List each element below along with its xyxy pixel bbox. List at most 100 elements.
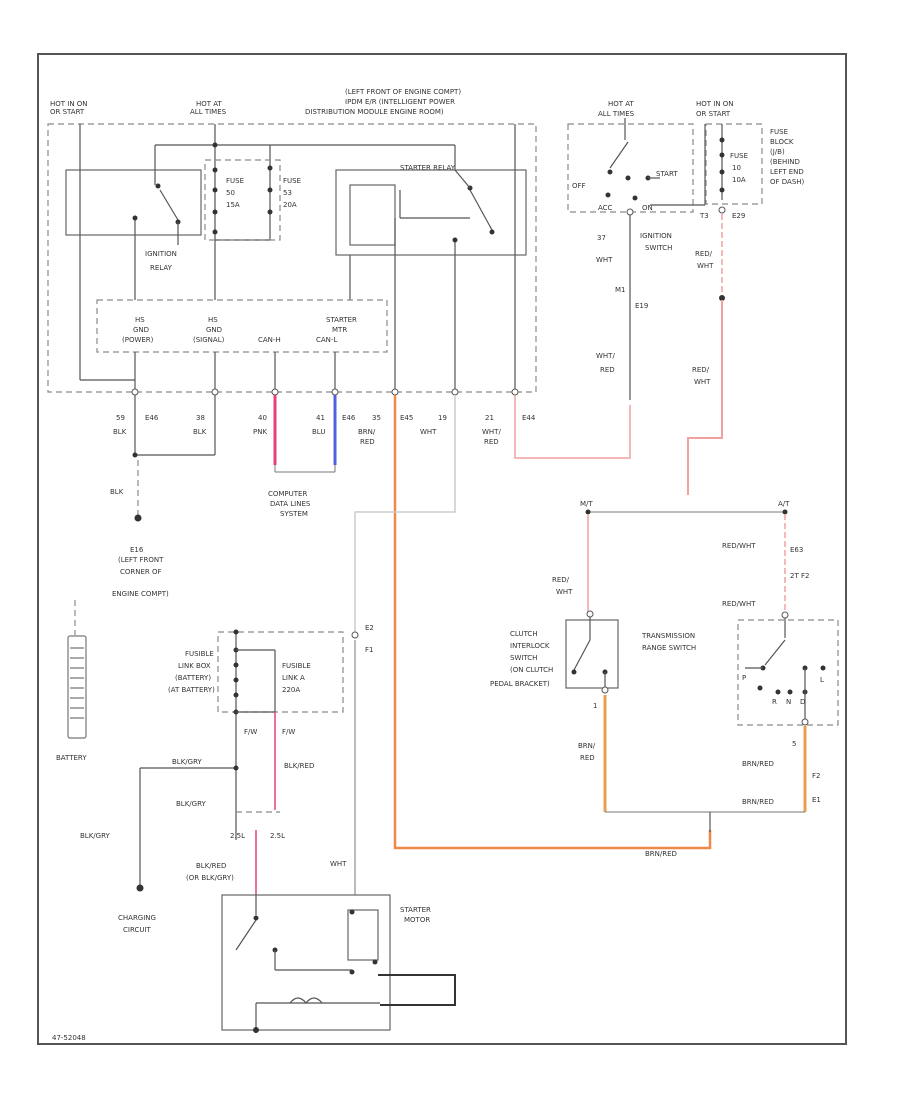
conn-tf: 2T F2 (790, 572, 809, 580)
fuse-block-3: (J/B) (770, 148, 785, 156)
conn-e1: E1 (812, 796, 821, 804)
conn-e19: E19 (635, 302, 648, 310)
pin-f-num: 19 (438, 414, 447, 422)
pin-c-num: 40 (258, 414, 267, 422)
starter-motor: WHT STARTER MOTOR (221, 640, 456, 1033)
fuse-b-label: FUSE (283, 177, 301, 185)
red-wht-4: RED/WHT (722, 542, 756, 550)
hot-all-times-label-2: ALL TIMES (190, 108, 227, 116)
wht-red-1: WHT/ (596, 352, 615, 360)
ipdm-pin-starter-mtr-2: MTR (332, 326, 347, 334)
red-wht-5: RED/WHT (722, 600, 756, 608)
ground-desc-2: CORNER OF (120, 568, 162, 576)
blk-red-2b: (OR BLK/GRY) (186, 874, 234, 882)
brn-red-1: BRN/ (578, 742, 596, 750)
starter-relay-label: STARTER RELAY (400, 164, 456, 172)
trans-n: N (786, 698, 791, 706)
trans-l: L (820, 676, 824, 684)
wht-starter: WHT (330, 860, 347, 868)
conn-f2: F2 (812, 772, 820, 780)
conn-e29: E29 (732, 212, 745, 220)
pin-a-num: 59 (116, 414, 125, 422)
blk-gry-1: BLK/GRY (172, 758, 202, 766)
ipdm-title-2: IPDM E/R (INTELLIGENT POWER (345, 98, 455, 106)
brn-red-4: BRN/RED (645, 850, 677, 858)
blk-red: BLK/RED (284, 762, 314, 770)
ignition-relay-box (65, 169, 202, 236)
blk-ground-label: BLK (110, 488, 124, 496)
switch-start: START (656, 170, 678, 178)
trans-d: D (800, 698, 805, 706)
pin-b-num: 38 (196, 414, 205, 422)
ground-desc-1: (LEFT FRONT (118, 556, 164, 564)
clutch-2: INTERLOCK (510, 642, 550, 650)
fuse-b-num: 53 (283, 189, 292, 197)
blk-red-2: BLK/RED (196, 862, 226, 870)
ipdm-pin-hs-power-1: HS (135, 316, 145, 324)
charging-circuit-2: CIRCUIT (123, 926, 152, 934)
starter-motor-label-2: MOTOR (404, 916, 430, 924)
ipdm-pin-hs-power-2: GND (133, 326, 149, 334)
starter-motor-label: STARTER (400, 906, 431, 914)
wht-red-1b: RED (600, 366, 615, 374)
ignition-switch-label: IGNITION (640, 232, 672, 240)
clutch-5: PEDAL BRACKET) (490, 680, 550, 688)
ipdm-output-wires: BLK COMPUTER DATA LINES SYSTEM (110, 395, 712, 850)
brn-red-3: BRN/RED (742, 798, 774, 806)
ipdm-pin-hs-signal-3: (SIGNAL) (193, 336, 225, 344)
pin-1: 1 (593, 702, 597, 710)
red-wht-3b: WHT (556, 588, 573, 596)
red-wht-3: RED/ (552, 576, 570, 584)
red-wht-1b: WHT (697, 262, 714, 270)
or-start-2: OR START (696, 110, 731, 118)
pin-37: 37 (597, 234, 606, 242)
pin-d-color: BLU (312, 428, 325, 436)
pin-e-color-2: RED (360, 438, 375, 446)
ground-battery: E16 (LEFT FRONT CORNER OF ENGINE COMPT) … (56, 546, 169, 762)
pin-a-conn: E46 (145, 414, 159, 422)
computer-data-lines-1: COMPUTER (268, 490, 307, 498)
pin-g-color-1: WHT/ (482, 428, 501, 436)
ipdm-title-1: (LEFT FRONT OF ENGINE COMPT) (345, 88, 461, 96)
fuse-a-amp: 15A (226, 201, 240, 209)
pin-e-num: 35 (372, 414, 381, 422)
pin-g-color-2: RED (484, 438, 499, 446)
charging-circuit: CHARGING (118, 914, 156, 922)
fuse-block-5: LEFT END (770, 168, 804, 176)
trans-1: TRANSMISSION (641, 632, 695, 640)
fuse-a-num: 50 (226, 189, 235, 197)
ipdm-pin-can-l: CAN-L (316, 336, 337, 344)
brn-red-2: BRN/RED (742, 760, 774, 768)
fusible-box-1: FUSIBLE (185, 650, 214, 658)
ignition-relay-label-2: RELAY (150, 264, 173, 272)
pin-g-conn: E44 (522, 414, 536, 422)
pin-d-num: 41 (316, 414, 325, 422)
pin-5: 5 (792, 740, 796, 748)
fuse-block-4: (BEHIND (770, 158, 800, 166)
fuse-a-label: FUSE (226, 177, 244, 185)
switch-on: ON (642, 204, 653, 212)
pin-t3: T3 (699, 212, 709, 220)
hot-all-times-label: HOT AT (196, 100, 223, 108)
wht-1: WHT (596, 256, 613, 264)
starter-relay-box (335, 169, 527, 256)
fusible-link-3: 220A (282, 686, 300, 694)
footer-code: 47-52048 (52, 1034, 86, 1042)
clutch-3: SWITCH (510, 654, 537, 662)
fuse-10-num: 10 (732, 164, 741, 172)
conn-m1: M1 (615, 286, 626, 294)
switch-off: OFF (572, 182, 586, 190)
ignition-relay-label: IGNITION (145, 250, 177, 258)
pin-c-color: PNK (253, 428, 267, 436)
pin-f-conn: E45 (400, 414, 413, 422)
blk-gry-3: BLK/GRY (80, 832, 110, 840)
ground-desc-3: ENGINE COMPT) (112, 590, 169, 598)
fuse-block-1: FUSE (770, 128, 788, 136)
ipdm-pin-can-h: CAN-H (258, 336, 281, 344)
diagram-frame (37, 53, 847, 1045)
fuse-b-amp: 20A (283, 201, 297, 209)
conn-f1: F1 (365, 646, 373, 654)
fusible-box-3: (BATTERY) (175, 674, 211, 682)
trans-r: R (772, 698, 777, 706)
